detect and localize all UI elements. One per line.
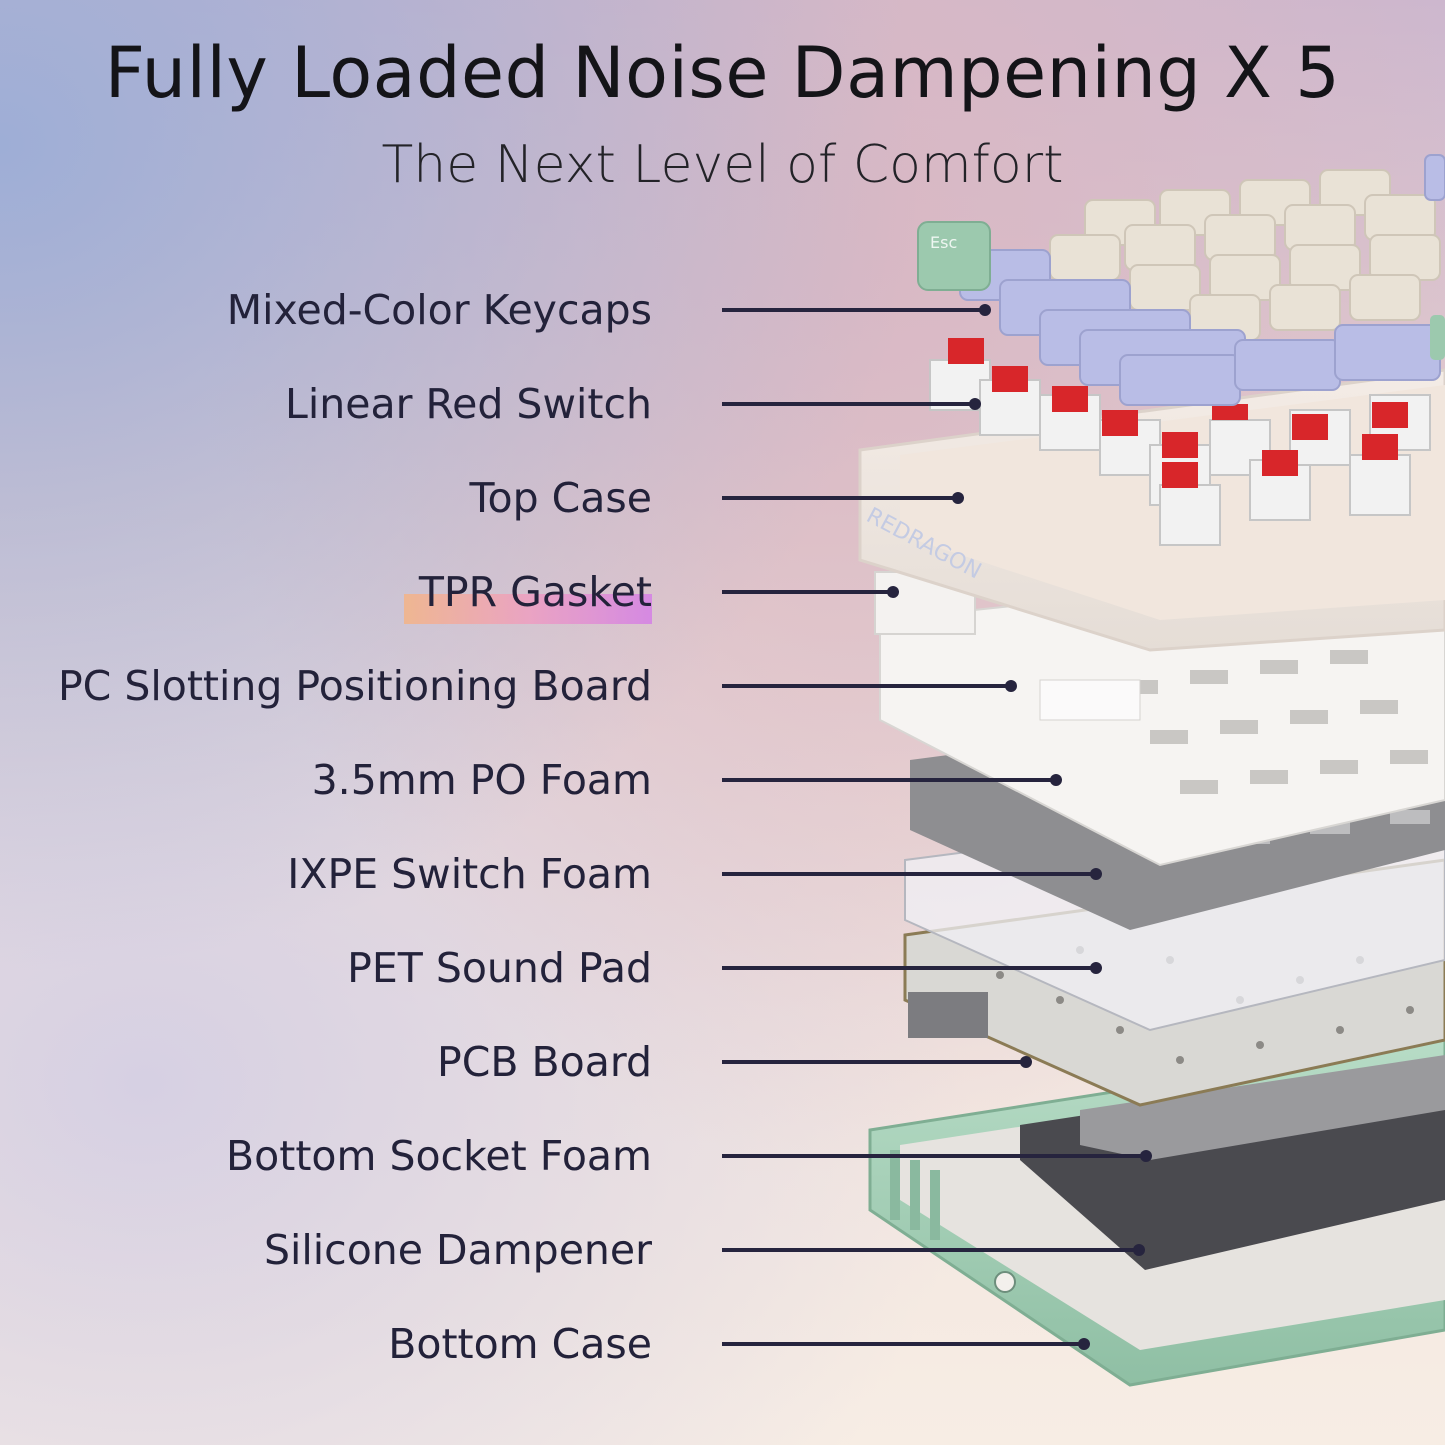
leader-dot: [969, 398, 981, 410]
callout-label: Top Case: [469, 474, 652, 522]
leader-dot: [1090, 868, 1102, 880]
keycaps-layer: Esc: [917, 154, 1445, 406]
callout-ixpe-foam: IXPE Switch Foam: [0, 844, 1445, 904]
leader-line: [722, 1154, 1147, 1158]
callout-socket-foam: Bottom Socket Foam: [0, 1126, 1445, 1186]
leader-dot: [1050, 774, 1062, 786]
callout-label: Mixed-Color Keycaps: [226, 286, 652, 334]
callout-silicone: Silicone Dampener: [0, 1220, 1445, 1280]
callout-label: Silicone Dampener: [263, 1226, 652, 1274]
leader-line: [722, 1342, 1087, 1346]
leader-line: [722, 1248, 1140, 1252]
callout-bottom-case: Bottom Case: [0, 1314, 1445, 1374]
leader-line: [722, 590, 892, 594]
callout-pcb: PCB Board: [0, 1032, 1445, 1092]
callout-label: TPR Gasket: [418, 568, 652, 616]
leader-line: [722, 1060, 1027, 1064]
leader-line: [722, 872, 1095, 876]
leader-line: [722, 684, 1010, 688]
leader-line: [722, 778, 1055, 782]
callout-tpr-gasket: TPR Gasket: [0, 562, 1445, 622]
callout-pet-pad: PET Sound Pad: [0, 938, 1445, 998]
leader-line: [722, 402, 974, 406]
callout-po-foam: 3.5mm PO Foam: [0, 750, 1445, 810]
callout-label: 3.5mm PO Foam: [311, 756, 652, 804]
leader-dot: [887, 586, 899, 598]
tpr-gasket-highlight: [404, 594, 652, 624]
esc-key-label: Esc: [930, 233, 957, 252]
callout-label: Bottom Socket Foam: [226, 1132, 652, 1180]
leader-dot: [1090, 962, 1102, 974]
leader-dot: [952, 492, 964, 504]
callout-label: IXPE Switch Foam: [287, 850, 652, 898]
bottom-socket-foam-shape: [1080, 1055, 1445, 1160]
switches-layer: [929, 338, 1431, 546]
callout-label: PET Sound Pad: [347, 944, 652, 992]
leader-line: [722, 496, 957, 500]
callout-label: PC Slotting Positioning Board: [57, 662, 652, 710]
leader-dot: [1005, 680, 1017, 692]
leader-line: [722, 966, 1095, 970]
headline: Fully Loaded Noise Dampening X 5: [104, 32, 1341, 114]
callout-label: Linear Red Switch: [285, 380, 652, 428]
callout-label: Bottom Case: [388, 1320, 652, 1368]
callout-top-case: Top Case: [0, 468, 1445, 528]
leader-dot: [979, 304, 991, 316]
leader-dot: [1140, 1150, 1152, 1162]
leader-line: [722, 308, 984, 312]
leader-dot: [1078, 1338, 1090, 1350]
leader-dot: [1133, 1244, 1145, 1256]
callout-switch: Linear Red Switch: [0, 374, 1445, 434]
callout-pc-board: PC Slotting Positioning Board: [0, 656, 1445, 716]
subheadline: The Next Level of Comfort: [381, 135, 1064, 195]
leader-dot: [1020, 1056, 1032, 1068]
callout-label: PCB Board: [436, 1038, 652, 1086]
callout-keycaps: Mixed-Color Keycaps: [0, 280, 1445, 340]
